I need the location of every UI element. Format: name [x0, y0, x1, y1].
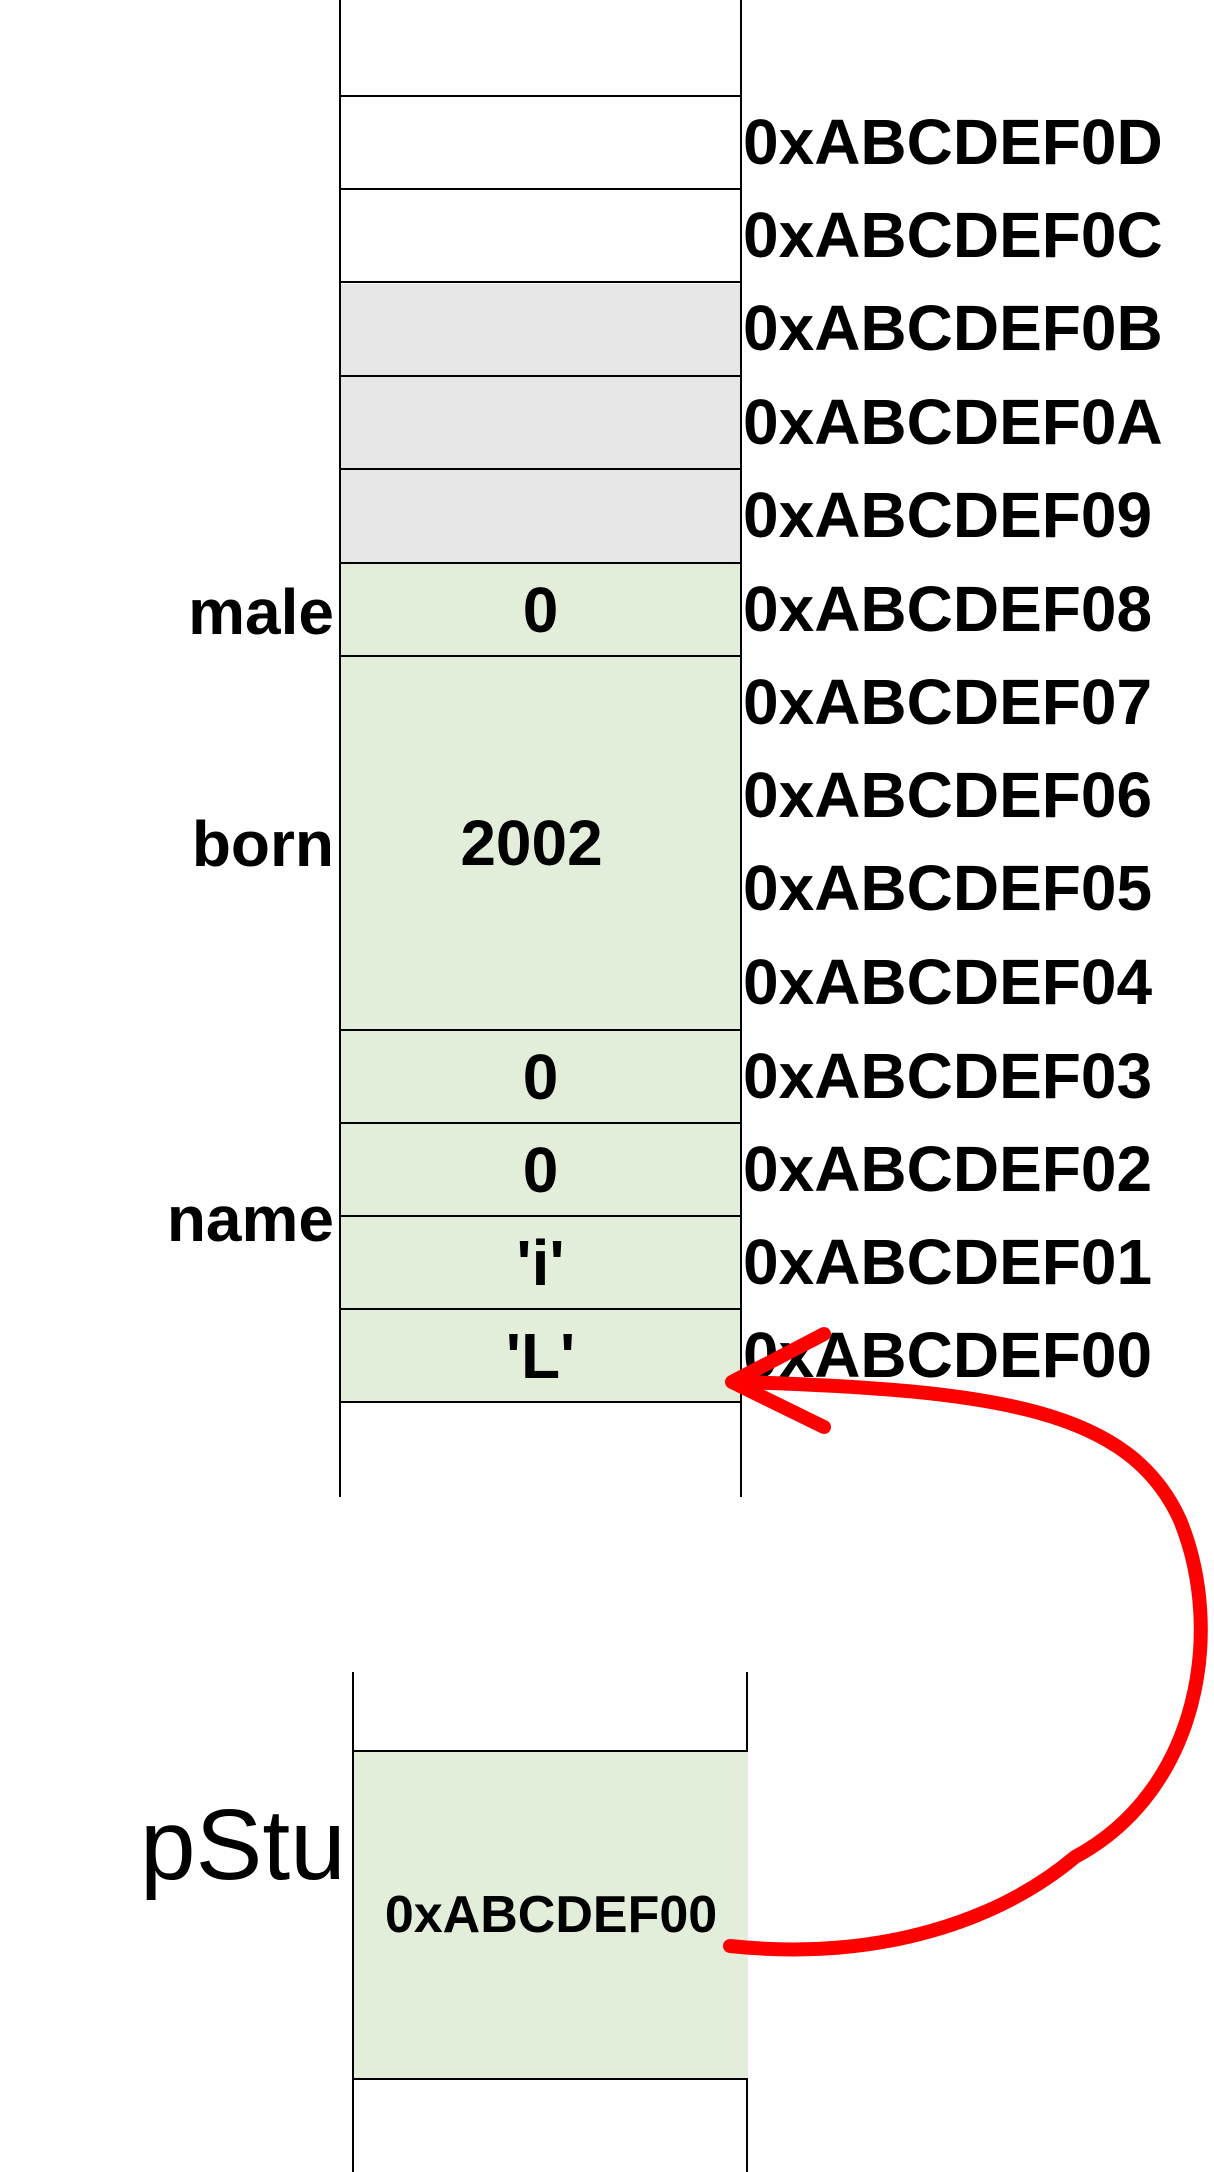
field-label-born: born	[191, 808, 334, 880]
pointer-value-cell: 0xABCDEF00	[354, 1751, 748, 2079]
address-label: 0xABCDEF00	[743, 1319, 1153, 1391]
field-label-male: male	[188, 576, 334, 648]
memory-divider	[339, 95, 742, 97]
memory-divider	[339, 1401, 742, 1403]
address-label: 0xABCDEF06	[743, 759, 1153, 831]
address-label: 0xABCDEF02	[743, 1133, 1153, 1205]
address-label: 0xABCDEF01	[743, 1226, 1153, 1298]
arrow-curve	[723, 1375, 1208, 1957]
address-label: 0xABCDEF04	[743, 946, 1153, 1018]
memory-left-border	[339, 0, 341, 1497]
field-label-name: name	[166, 1183, 334, 1255]
memory-divider	[339, 562, 742, 564]
address-label: 0xABCDEF0A	[743, 386, 1163, 458]
born-cell: 2002	[341, 656, 740, 1030]
memory-divider	[339, 1215, 742, 1217]
pointer-left-border	[352, 1672, 354, 2172]
memory-divider	[339, 468, 742, 470]
address-label: 0xABCDEF0B	[743, 292, 1163, 364]
name-byte-1-cell: 'i'	[341, 1216, 740, 1309]
memory-divider	[339, 1029, 742, 1031]
name-byte-0-cell: 'L'	[341, 1309, 740, 1402]
address-label: 0xABCDEF0D	[743, 106, 1163, 178]
address-label: 0xABCDEF0C	[743, 199, 1163, 271]
memory-divider	[339, 375, 742, 377]
address-label: 0xABCDEF05	[743, 852, 1153, 924]
padding-cell-0A	[341, 377, 740, 470]
male-cell: 0	[341, 563, 740, 656]
pointer-divider	[352, 1750, 748, 1752]
memory-divider	[339, 1122, 742, 1124]
address-label: 0xABCDEF03	[743, 1040, 1153, 1112]
name-byte-2-cell: 0	[341, 1123, 740, 1216]
padding-cell-09	[341, 470, 740, 563]
name-byte-3-cell: 0	[341, 1030, 740, 1123]
memory-divider	[339, 1308, 742, 1310]
address-label: 0xABCDEF07	[743, 666, 1153, 738]
memory-divider	[339, 281, 742, 283]
address-label: 0xABCDEF08	[743, 573, 1153, 645]
padding-cell-0B	[341, 284, 740, 377]
pointer-divider	[352, 2078, 748, 2080]
pointer-label: pStu	[140, 1789, 346, 1901]
memory-divider	[339, 655, 742, 657]
address-label: 0xABCDEF09	[743, 479, 1153, 551]
memory-divider	[339, 188, 742, 190]
memory-right-border	[740, 0, 742, 1497]
